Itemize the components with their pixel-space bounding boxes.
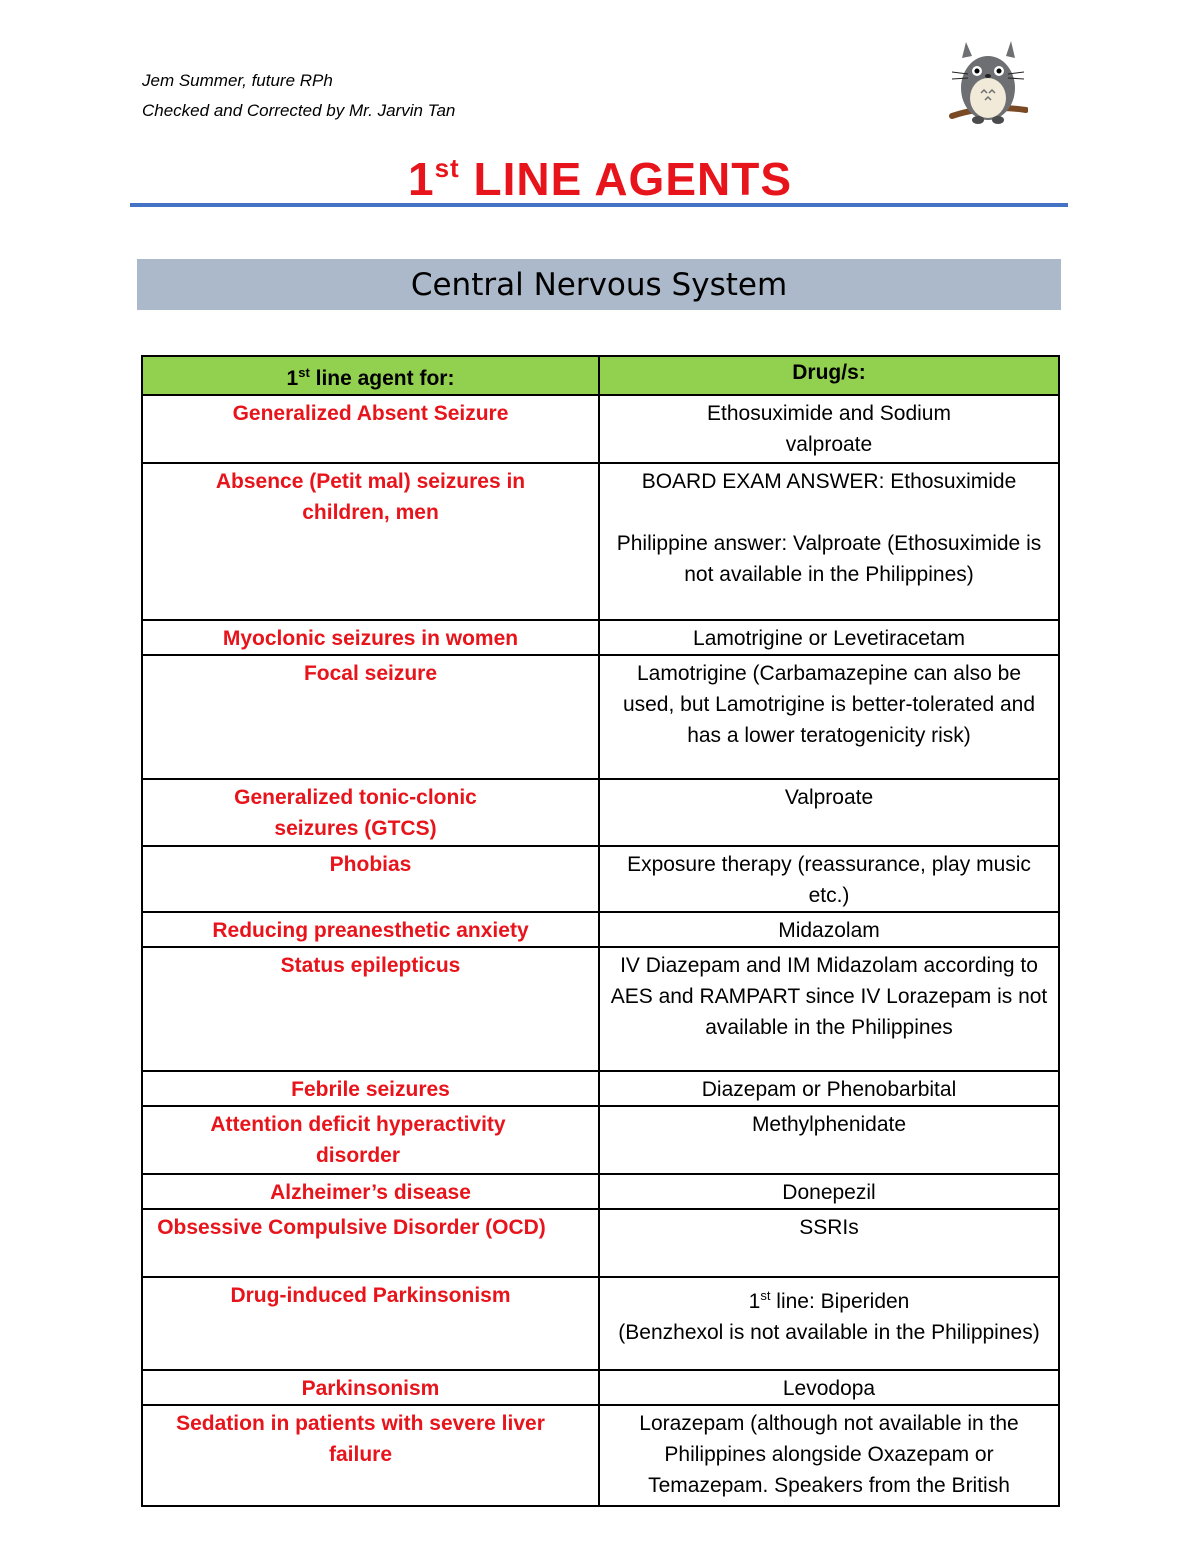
condition-cell: Febrile seizures	[141, 1070, 600, 1107]
totoro-mascot-icon	[949, 41, 1028, 124]
drug-cell: Lamotrigine (Carbamazepine can also be u…	[598, 654, 1060, 780]
condition-cell: Generalized tonic-clonic seizures (GTCS)	[141, 778, 600, 847]
condition-cell: Sedation in patients with severe liver f…	[141, 1404, 600, 1507]
drug-cell: Levodopa	[598, 1369, 1060, 1406]
page-title: 1st LINE AGENTS	[407, 153, 793, 205]
condition-cell: Drug-induced Parkinsonism	[141, 1276, 600, 1371]
condition-cell: Absence (Petit mal) seizures in children…	[141, 462, 600, 621]
table-row: Obsessive Compulsive Disorder (OCD) SSRI…	[141, 1208, 1060, 1278]
drug-cell: SSRIs	[598, 1208, 1060, 1278]
table-row: Generalized Absent Seizure Ethosuximide …	[141, 394, 1060, 464]
drug-board-answer: BOARD EXAM ANSWER: Ethosuximide	[641, 470, 1017, 493]
table-row: Parkinsonism Levodopa	[141, 1369, 1060, 1406]
condition-cell: Status epilepticus	[141, 946, 600, 1072]
table-header-row: 1st line agent for: Drug/s:	[141, 355, 1060, 396]
drug-cell: Ethosuximide and Sodium valproate	[598, 394, 1060, 464]
drug-cell: Exposure therapy (reassurance, play musi…	[598, 845, 1060, 913]
drug-philippine-answer: Philippine answer: Valproate (Ethosuximi…	[616, 532, 1042, 586]
table-row: Myoclonic seizures in women Lamotrigine …	[141, 619, 1060, 656]
checked-by-line: Checked and Corrected by Mr. Jarvin Tan	[142, 101, 456, 120]
table-row: Phobias Exposure therapy (reassurance, p…	[141, 845, 1060, 913]
drug-note: (Benzhexol is not available in the Phili…	[618, 1321, 1040, 1344]
header-note: Jem Summer, future RPh Checked and Corre…	[142, 66, 455, 126]
table-row: Status epilepticus IV Diazepam and IM Mi…	[141, 946, 1060, 1072]
table-row: Alzheimer’s disease Donepezil	[141, 1173, 1060, 1210]
condition-cell: Generalized Absent Seizure	[141, 394, 600, 464]
condition-cell: Obsessive Compulsive Disorder (OCD)	[141, 1208, 600, 1278]
drug-cell: Valproate	[598, 778, 1060, 847]
table-row: Febrile seizures Diazepam or Phenobarbit…	[141, 1070, 1060, 1107]
drug-cell: Lorazepam (although not available in the…	[598, 1404, 1060, 1507]
condition-cell: Focal seizure	[141, 654, 600, 780]
author-line: Jem Summer, future RPh	[142, 71, 333, 90]
title-underline	[130, 203, 1068, 207]
drug-cell: Lamotrigine or Levetiracetam	[598, 619, 1060, 656]
condition-cell: Reducing preanesthetic anxiety	[141, 911, 600, 948]
drug-cell: Donepezil	[598, 1173, 1060, 1210]
table-row: Generalized tonic-clonic seizures (GTCS)…	[141, 778, 1060, 847]
condition-cell: Phobias	[141, 845, 600, 913]
section-title: Central Nervous System	[410, 266, 788, 303]
condition-cell: Alzheimer’s disease	[141, 1173, 600, 1210]
drug-cell: 1st line: Biperiden (Benzhexol is not av…	[598, 1276, 1060, 1371]
condition-cell: Attention deficit hyperactivity disorder	[141, 1105, 600, 1175]
condition-cell: Parkinsonism	[141, 1369, 600, 1406]
drug-cell: BOARD EXAM ANSWER: Ethosuximide Philippi…	[598, 462, 1060, 621]
table-row: Reducing preanesthetic anxiety Midazolam	[141, 911, 1060, 948]
condition-cell: Myoclonic seizures in women	[141, 619, 600, 656]
table-row: Absence (Petit mal) seizures in children…	[141, 462, 1060, 621]
table-row: Sedation in patients with severe liver f…	[141, 1404, 1060, 1507]
column-header-drugs: Drug/s:	[598, 355, 1060, 396]
drug-cell: IV Diazepam and IM Midazolam according t…	[598, 946, 1060, 1072]
column-header-condition: 1st line agent for:	[141, 355, 600, 396]
drug-cell: Diazepam or Phenobarbital	[598, 1070, 1060, 1107]
table-row: Drug-induced Parkinsonism 1st line: Bipe…	[141, 1276, 1060, 1371]
drug-first-line: 1st line: Biperiden	[748, 1288, 910, 1313]
table-row: Focal seizure Lamotrigine (Carbamazepine…	[141, 654, 1060, 780]
first-line-agents-table: 1st line agent for: Drug/s: Generalized …	[141, 355, 1060, 1507]
table-row: Attention deficit hyperactivity disorder…	[141, 1105, 1060, 1175]
drug-cell: Midazolam	[598, 911, 1060, 948]
drug-cell: Methylphenidate	[598, 1105, 1060, 1175]
section-header: Central Nervous System	[137, 259, 1061, 310]
